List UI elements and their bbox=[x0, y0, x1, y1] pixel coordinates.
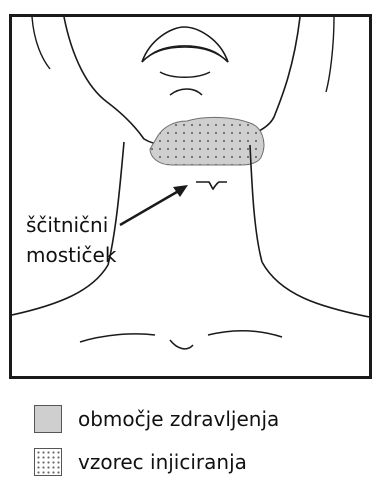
left-shoulder bbox=[12, 265, 108, 315]
legend-label-treatment-area: območje zdravljenja bbox=[78, 407, 279, 431]
legend-item-treatment-area: območje zdravljenja bbox=[34, 404, 279, 434]
legend-label-injection-pattern: vzorec injiciranja bbox=[78, 450, 247, 474]
nose bbox=[142, 27, 228, 62]
upper-lip bbox=[160, 72, 210, 77]
pointer-arrow-line bbox=[120, 189, 182, 225]
injection-pattern bbox=[150, 117, 264, 165]
right-shoulder bbox=[262, 262, 369, 317]
thyroid-notch bbox=[196, 182, 227, 189]
left-clavicle bbox=[80, 334, 155, 342]
left-ear-line bbox=[32, 17, 50, 69]
dotted-square-swatch-icon bbox=[34, 448, 62, 476]
neck-illustration bbox=[12, 17, 369, 376]
thyroid-landmark-label-line1: ščitnični bbox=[26, 212, 108, 238]
thyroid-landmark-label-line2: mostiček bbox=[26, 242, 116, 268]
pointer-arrowhead bbox=[173, 185, 188, 197]
legend-item-injection-pattern: vzorec injiciranja bbox=[34, 447, 247, 477]
sternal-notch bbox=[170, 340, 193, 349]
gray-square-swatch-icon bbox=[34, 405, 62, 433]
lower-lip bbox=[170, 89, 202, 95]
right-clavicle bbox=[208, 331, 282, 337]
illustration-frame: ščitnični mostiček bbox=[9, 14, 372, 379]
right-ear-line bbox=[326, 17, 334, 92]
